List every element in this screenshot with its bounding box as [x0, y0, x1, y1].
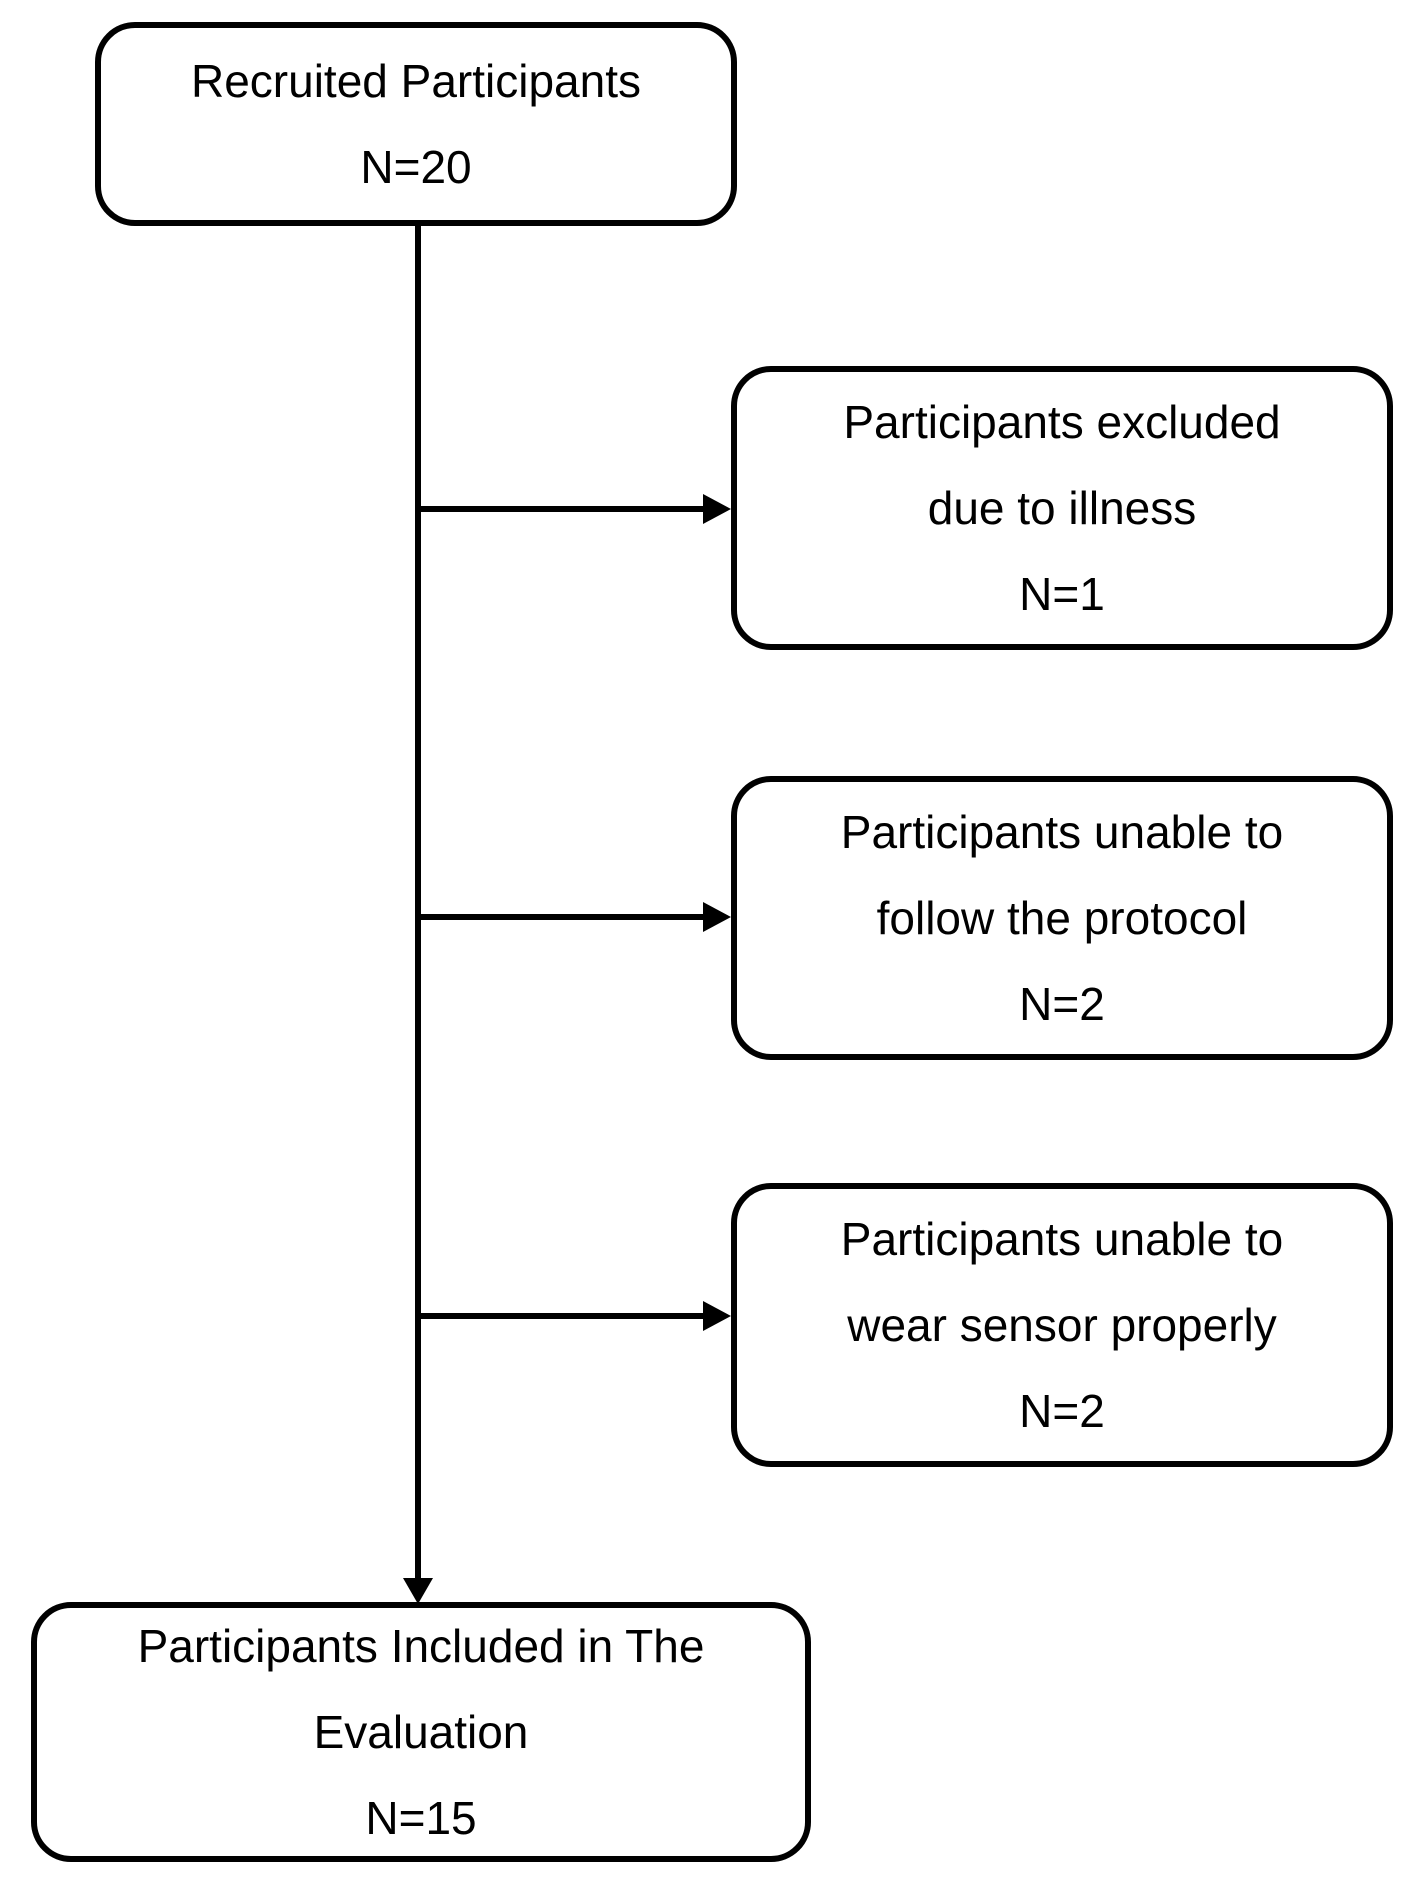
node-unable-to-follow-protocol: Participants unable to follow the protoc… [731, 776, 1393, 1060]
node-label-line: Participants Included in The [137, 1620, 705, 1672]
arrowhead-down-icon [403, 1578, 433, 1604]
node-label-line: Recruited Participants [191, 55, 641, 107]
node-label-line: Participants unable to [840, 806, 1284, 858]
node-label-line: Evaluation [313, 1706, 529, 1758]
node-count-line: N=2 [1019, 978, 1105, 1030]
edge-recruited-to-included-line [415, 225, 421, 1578]
node-count-line: N=20 [360, 141, 472, 193]
node-count-line: N=15 [365, 1792, 477, 1844]
node-label-line: follow the protocol [876, 892, 1248, 944]
edge-recruited-to-unable-protocol-line [418, 914, 703, 920]
node-unable-to-wear-sensor: Participants unable to wear sensor prope… [731, 1183, 1393, 1467]
node-label-line: wear sensor properly [847, 1299, 1277, 1351]
node-label-line: Participants unable to [840, 1213, 1284, 1265]
edge-recruited-to-excluded-illness-line [418, 506, 703, 512]
node-count-line: N=2 [1019, 1385, 1105, 1437]
arrowhead-right-icon [703, 494, 731, 524]
edge-recruited-to-unable-sensor-line [418, 1313, 703, 1319]
node-count-line: N=1 [1019, 568, 1105, 620]
arrowhead-right-icon [703, 1301, 731, 1331]
node-recruited-participants: Recruited Participants N=20 [95, 22, 737, 226]
arrowhead-right-icon [703, 902, 731, 932]
node-label-line: due to illness [927, 482, 1197, 534]
node-included-in-evaluation: Participants Included in The Evaluation … [31, 1602, 811, 1862]
node-excluded-due-to-illness: Participants excluded due to illness N=1 [731, 366, 1393, 650]
node-label-line: Participants excluded [843, 396, 1281, 448]
